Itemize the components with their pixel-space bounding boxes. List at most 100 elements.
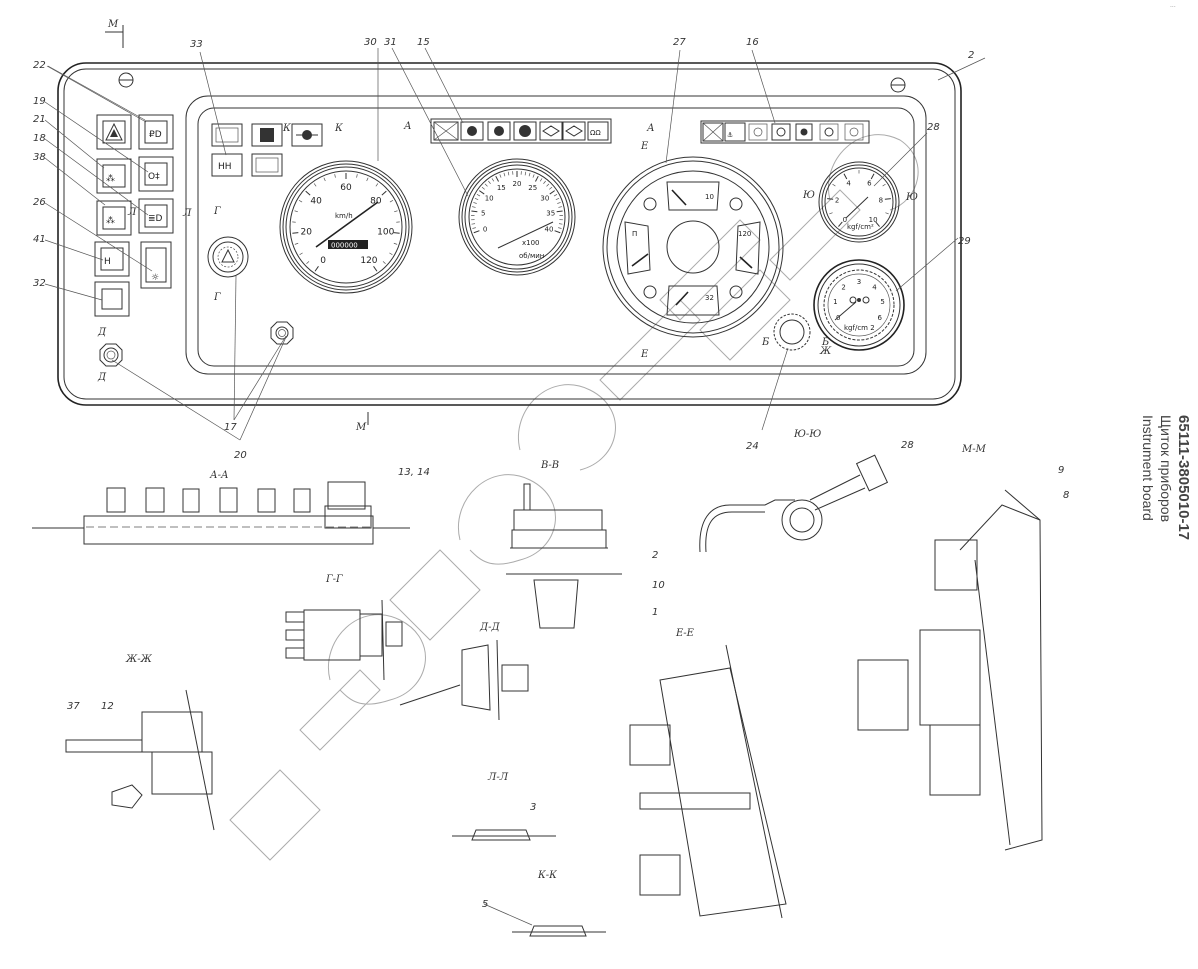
- inner-panel-inner: [197, 107, 915, 367]
- section-mark-G-bottom: Г: [213, 292, 221, 303]
- odometer-value: 000000: [331, 242, 358, 250]
- pressure-gauge-29-tick-label: 5: [880, 298, 884, 306]
- voltmeter-window: 10: [666, 181, 720, 211]
- part-number: 65111-3805010-17: [1175, 415, 1192, 541]
- pressure-gauge-28-tick: [875, 221, 880, 227]
- tachometer-tick: [532, 174, 535, 178]
- speedometer-tick: [294, 210, 298, 213]
- speedometer-tick: [389, 252, 393, 255]
- callout-2-section: 2: [652, 550, 658, 561]
- pressure-gauge-28-needle: [845, 196, 869, 219]
- fog-light-switch[interactable]: ₽D: [138, 114, 174, 150]
- tachometer-tick: [495, 175, 499, 182]
- tachometer-tick: [535, 175, 539, 182]
- oil-pressure-window: 32: [666, 285, 720, 316]
- pressure-gauge-28-tick: [843, 173, 848, 180]
- speedometer-tick: [393, 242, 398, 245]
- warning-lamp: [702, 122, 724, 142]
- tachometer-needle: [497, 221, 554, 249]
- tachometer-tick: [472, 206, 476, 208]
- lamp-switch[interactable]: ☼: [140, 241, 172, 289]
- blank-switch[interactable]: [94, 281, 130, 317]
- work-light-switch[interactable]: ⁂: [96, 200, 132, 236]
- tachometer-tick-label: 10: [485, 194, 494, 202]
- gear-indicator: HH: [211, 153, 243, 177]
- section-title-Yu-Yu: Ю-Ю: [793, 429, 821, 440]
- speedometer-tick: [393, 232, 400, 234]
- section-title-G-G: Г-Г: [325, 574, 343, 585]
- pressure-gauge-29-tick-label: 1: [833, 298, 837, 306]
- tachometer-tick: [528, 172, 531, 177]
- pressure-gauge-28-tick: [885, 212, 889, 215]
- section-view-Yu-Yu: Ю-Ю: [699, 429, 889, 553]
- pressure-gauge-28-tick-label: 2: [835, 197, 839, 205]
- ground-switch-button[interactable]: [270, 321, 294, 345]
- section-view-K-K: К-К: [483, 870, 606, 937]
- pressure-gauge-29-tick-label: 3: [857, 278, 861, 286]
- section-mark-K-right: К: [334, 123, 343, 134]
- tachometer-tick-label: 40: [544, 226, 553, 234]
- rear-fog-switch[interactable]: O‡: [138, 156, 174, 192]
- pressure-gauge-28-tick: [829, 212, 833, 215]
- tachometer-tick: [499, 174, 502, 178]
- speedometer-tick: [356, 174, 358, 178]
- speedometer-tick-label: 100: [377, 228, 394, 238]
- callout-26: 26: [33, 197, 46, 208]
- temperature-max-label: 120: [738, 230, 751, 238]
- tachometer-unit-multiplier: x100: [522, 239, 540, 247]
- section-view-L-L: Л-Л: [452, 772, 556, 841]
- headlight-switch[interactable]: ≣D: [138, 198, 174, 234]
- indicator-icon: [729, 197, 743, 211]
- tachometer-tick: [557, 202, 561, 204]
- pressure-gauge-29-unit: kgf/cm 2: [844, 324, 875, 332]
- callout-28: 28: [927, 122, 940, 133]
- callout-38: 38: [33, 152, 46, 163]
- section-mark-B-right: Б: [821, 337, 830, 348]
- cab-light-icon: ⁂: [106, 173, 115, 184]
- callout-12: 12: [101, 701, 114, 712]
- section-mark-D-bottom: Д: [97, 372, 107, 383]
- section-mark-Zh: Ж: [819, 346, 832, 357]
- tachometer-tick: [558, 223, 563, 225]
- pressure-gauge-28-tick-label: 0: [843, 216, 847, 224]
- speedometer-tick: [375, 183, 379, 187]
- leader-lines: [44, 47, 986, 441]
- rear-fog-icon: O‡: [148, 172, 160, 182]
- callout-19: 19: [33, 96, 46, 107]
- pressure-gauge-28-tick: [827, 198, 834, 200]
- section-mark-L-right: Л: [182, 208, 192, 219]
- speedometer-tick: [299, 252, 303, 255]
- tachometer-tick: [554, 230, 561, 234]
- indicator-icon: [643, 285, 657, 299]
- section-mark-Yu-right: Ю: [905, 192, 918, 203]
- callout-1: 1: [652, 607, 658, 618]
- tilt-indicator: [211, 123, 243, 147]
- tachometer-tick: [549, 186, 553, 190]
- tachometer-tick-label: 15: [497, 184, 506, 192]
- speedometer-tick: [298, 200, 303, 203]
- horn-button[interactable]: [99, 343, 123, 367]
- tachometer-tick: [555, 197, 560, 201]
- work-light-icon: ⁂: [106, 215, 115, 226]
- tachometer-tick: [473, 202, 477, 204]
- callout-32: 32: [33, 278, 46, 289]
- pressure-gauge-28-unit: kgf/cm²: [847, 223, 874, 231]
- tachometer-tick: [524, 171, 527, 176]
- cab-light-switch[interactable]: ⁂: [96, 158, 132, 194]
- warning-lamp: [844, 123, 864, 141]
- warning-lamp-strip-16: ⚓: [700, 120, 870, 144]
- section-mark-K-left: К: [282, 123, 291, 134]
- callout-33: 33: [190, 39, 203, 50]
- section-title-A-A: А-А: [209, 470, 229, 481]
- speedometer-tick: [294, 242, 299, 245]
- callout-30: 30: [364, 37, 377, 48]
- hazard-button[interactable]: [207, 236, 249, 278]
- speedometer-tick: [306, 261, 310, 265]
- temperature-window: 120: [735, 221, 761, 275]
- hazard-switch[interactable]: [96, 114, 132, 150]
